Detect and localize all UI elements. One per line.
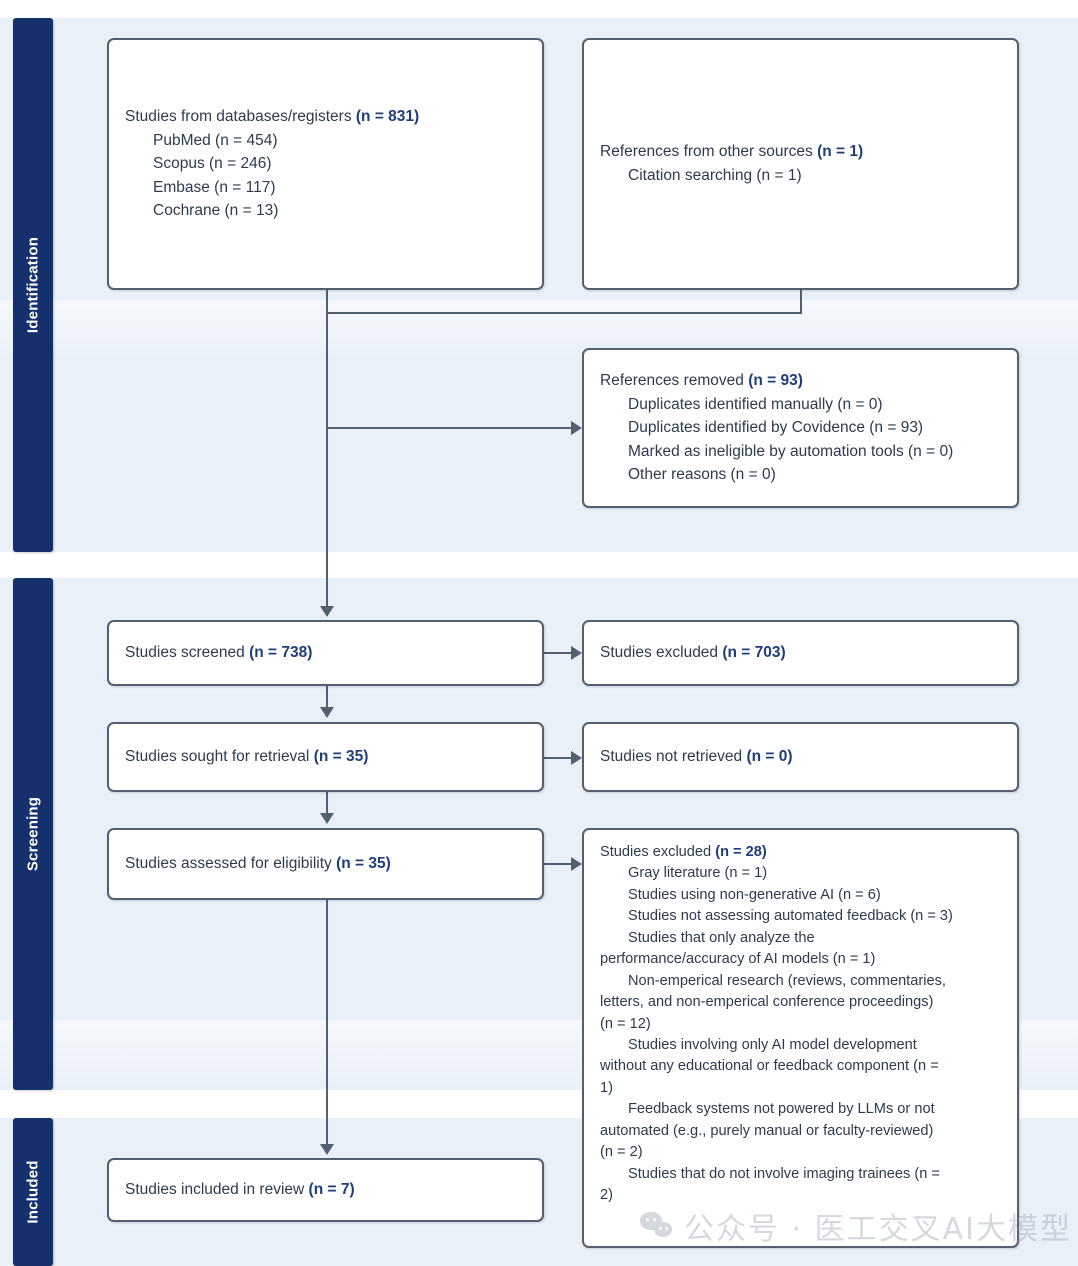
arrowhead-to-references-removed (571, 421, 582, 435)
box-references-removed-heading: References removed (n = 93) (600, 372, 803, 390)
box-studies-not-retrieved: Studies not retrieved (n = 0) (582, 722, 1019, 792)
connector-main-trunk-identification (326, 312, 328, 608)
box-databases-item: Cochrane (n = 13) (153, 202, 279, 220)
arrowhead-to-screened (320, 606, 334, 617)
arrowhead-assessed-to-excluded (571, 857, 582, 871)
connector-screened-to-excluded (544, 652, 575, 654)
box-studies-sought-heading: Studies sought for retrieval (n = 35) (125, 748, 369, 766)
connector-sought-to-not-retrieved (544, 757, 575, 759)
box-references-removed-item: Marked as ineligible by automation tools… (628, 442, 954, 460)
box-studies-excluded-screening-heading: Studies excluded (n = 703) (600, 644, 786, 662)
connector-screened-to-sought (326, 686, 328, 708)
box-references-removed-item: Duplicates identified by Covidence (n = … (628, 419, 924, 437)
stage-label-included: Included (24, 1160, 42, 1224)
stage-label-identification: Identification (24, 236, 42, 334)
box-studies-excluded-eligibility-item: Studies involving only AI model developm… (600, 1036, 939, 1096)
box-studies-excluded-eligibility-item: Gray literature (n = 1) (628, 865, 768, 882)
box-references-removed-item: Other reasons (n = 0) (628, 466, 776, 484)
box-studies-excluded-eligibility-item: Studies that only analyze the performanc… (600, 929, 876, 968)
box-references-removed: References removed (n = 93) Duplicates i… (582, 348, 1019, 508)
box-other-sources-heading: References from other sources (n = 1) (600, 143, 864, 161)
box-studies-excluded-screening: Studies excluded (n = 703) (582, 620, 1019, 686)
connector-databases-down (326, 290, 328, 314)
box-databases-heading: Studies from databases/registers (n = 83… (125, 108, 420, 126)
box-studies-excluded-eligibility: Studies excluded (n = 28) Gray literatur… (582, 828, 1019, 1248)
box-studies-assessed-heading: Studies assessed for eligibility (n = 35… (125, 855, 391, 873)
box-studies-excluded-eligibility-item: Studies using non-generative AI (n = 6) (628, 886, 881, 903)
box-databases-item: PubMed (n = 454) (153, 131, 278, 149)
box-studies-included-in-review: Studies included in review (n = 7) (107, 1158, 544, 1222)
connector-assessed-to-excluded (544, 863, 575, 865)
connector-sought-to-assessed (326, 792, 328, 814)
box-databases-item: Scopus (n = 246) (153, 155, 272, 173)
stage-band-identification: Identification (13, 18, 53, 552)
connector-merge-horizontal (326, 312, 802, 314)
box-references-other-sources: References from other sources (n = 1) Ci… (582, 38, 1019, 290)
box-studies-excluded-eligibility-item: Feedback systems not powered by LLMs or … (600, 1101, 935, 1161)
stage-label-screening: Screening (24, 796, 42, 872)
arrowhead-sought-to-not-retrieved (571, 751, 582, 765)
box-studies-screened-heading: Studies screened (n = 738) (125, 644, 313, 662)
box-studies-included-heading: Studies included in review (n = 7) (125, 1181, 355, 1199)
connector-other-sources-down (800, 290, 802, 314)
connector-to-references-removed (326, 427, 575, 429)
arrowhead-to-included (320, 1144, 334, 1155)
arrowhead-screened-to-excluded (571, 646, 582, 660)
box-studies-excluded-eligibility-item: Non-emperical research (reviews, comment… (600, 972, 946, 1032)
stage-band-included: Included (13, 1118, 53, 1266)
box-studies-not-retrieved-heading: Studies not retrieved (n = 0) (600, 748, 793, 766)
box-studies-excluded-eligibility-item: Studies not assessing automated feedback… (628, 908, 953, 925)
connector-assessed-to-included (326, 900, 328, 1145)
stage-band-screening: Screening (13, 578, 53, 1090)
box-references-removed-item: Duplicates identified manually (n = 0) (628, 395, 883, 413)
box-studies-sought-for-retrieval: Studies sought for retrieval (n = 35) (107, 722, 544, 792)
box-studies-assessed-for-eligibility: Studies assessed for eligibility (n = 35… (107, 828, 544, 900)
box-studies-screened: Studies screened (n = 738) (107, 620, 544, 686)
arrowhead-sought-to-assessed (320, 813, 334, 824)
box-databases-item: Embase (n = 117) (153, 178, 276, 196)
box-other-sources-item: Citation searching (n = 1) (628, 167, 802, 184)
arrowhead-screened-to-sought (320, 707, 334, 718)
box-studies-excluded-eligibility-heading: Studies excluded (n = 28) (600, 844, 767, 860)
box-studies-from-databases: Studies from databases/registers (n = 83… (107, 38, 544, 290)
box-studies-excluded-eligibility-item: Studies that do not involve imaging trai… (600, 1165, 940, 1203)
